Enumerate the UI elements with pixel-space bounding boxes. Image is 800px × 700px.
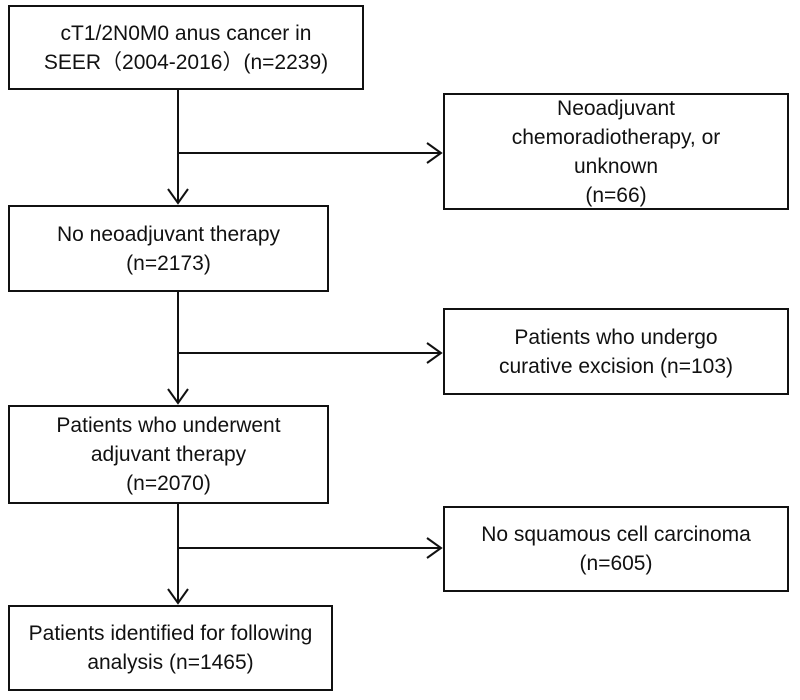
exclusion-text: (n=66) <box>585 183 647 207</box>
step-text: (n=2070) <box>126 472 211 495</box>
arrowhead-right <box>426 142 443 164</box>
exclusion-box-no-scc: No squamous cell carcinoma (n=605) <box>443 506 789 592</box>
arrowhead-right <box>426 537 443 559</box>
arrowhead-right <box>426 342 443 364</box>
step-text: SEER（2004-2016）(n=2239) <box>43 50 329 74</box>
arrowhead-down <box>167 388 189 405</box>
arrowhead-down <box>167 188 189 205</box>
exclusion-text: unknown <box>573 154 659 178</box>
step-text: adjuvant therapy <box>90 443 247 466</box>
step-box-no-neoadjuvant: No neoadjuvant therapy (n=2173) <box>8 205 329 292</box>
step-text: No neoadjuvant therapy <box>57 222 280 246</box>
exclusion-text: chemoradiotherapy, or <box>511 125 721 149</box>
step-box-final-cohort: Patients identified for following analys… <box>8 605 333 691</box>
exclusion-text: Neoadjuvant <box>557 96 675 120</box>
step-text: (n=2173) <box>126 251 211 275</box>
arrowhead-down <box>167 588 189 605</box>
step-text: Patients who underwent <box>56 414 281 437</box>
exclusion-text: No squamous cell carcinoma <box>481 523 751 546</box>
step-text: analysis (n=1465) <box>87 651 254 674</box>
step-box-adjuvant-therapy: Patients who underwent adjuvant therapy … <box>8 405 329 504</box>
exclusion-text: (n=605) <box>579 552 653 575</box>
exclusion-text: curative excision (n=103) <box>498 354 734 378</box>
step-text: cT1/2N0M0 anus cancer in <box>60 21 312 45</box>
step-text: Patients identified for following <box>28 622 313 645</box>
exclusion-box-curative-excision: Patients who undergo curative excision (… <box>443 308 789 395</box>
exclusion-box-neoadjuvant: Neoadjuvant chemoradiotherapy, or unknow… <box>443 93 789 210</box>
exclusion-text: Patients who undergo <box>514 325 718 349</box>
step-box-initial-cohort: cT1/2N0M0 anus cancer in SEER（2004-2016）… <box>8 5 364 90</box>
